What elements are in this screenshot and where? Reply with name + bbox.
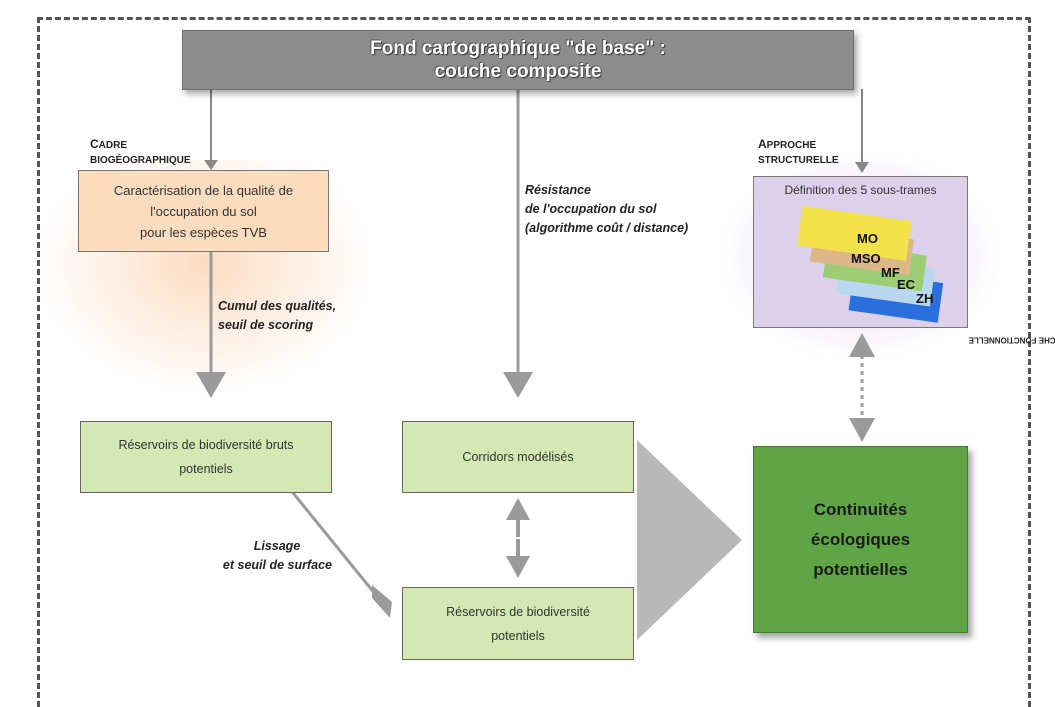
- big-triangle-arrow: [637, 440, 742, 640]
- cumul-note: Cumul des qualités, seuil de scoring: [218, 299, 337, 332]
- reservoirs-bruts-line1: Réservoirs de biodiversité bruts: [118, 438, 294, 452]
- layer-label-ec: EC: [897, 277, 916, 292]
- arrowhead-top-to-corridors: [503, 372, 533, 398]
- layer-mo: [797, 205, 912, 261]
- characterisation-line3: pour les espèces TVB: [140, 224, 267, 240]
- approche-fonctionnelle-label: APPROCHE FONCTIONNELLE: [968, 335, 1055, 345]
- continuites-line1: Continuités: [813, 499, 908, 519]
- arrowhead-top-to-orange: [204, 160, 218, 170]
- continuites-line3: potentielles: [813, 559, 908, 579]
- cadre-biogeographique-label: CADRE BIOGÉOGRAPHIQUE: [90, 137, 191, 166]
- characterisation-line2: l'occupation du sol: [150, 203, 257, 219]
- reservoirs-bruts-box: Réservoirs de biodiversité bruts potenti…: [80, 421, 332, 493]
- approche-structurelle-label: APPROCHE STRUCTURELLE: [758, 137, 839, 166]
- base-map-title-line1: Fond cartographique "de base" :: [370, 38, 666, 59]
- double-arrow-head-up: [506, 498, 530, 520]
- corridors-box: Corridors modélisés: [402, 421, 634, 493]
- corridors-line1: Corridors modélisés: [462, 450, 574, 464]
- double-arrow-head-down: [506, 556, 530, 578]
- continuites-line2: écologiques: [810, 529, 911, 549]
- sous-trames-layers: MO MSO MF EC ZH: [797, 205, 944, 323]
- dotted-arrow-head-down: [849, 418, 875, 442]
- resistance-note: Résistance de l'occupation du sol (algor…: [525, 183, 689, 235]
- reservoirs-line2: potentiels: [491, 628, 545, 643]
- lissage-note: Lissage et seuil de surface: [222, 539, 332, 572]
- layer-label-zh: ZH: [916, 291, 933, 306]
- characterisation-line1: Caractérisation de la qualité de: [113, 182, 294, 198]
- continuites-box: Continuités écologiques potentielles: [753, 446, 968, 633]
- sous-trames-box: Définition des 5 sous-trames MO MSO MF E…: [753, 176, 968, 328]
- reservoirs-line1: Réservoirs de biodiversité: [446, 604, 590, 619]
- dotted-arrow-head-up: [849, 333, 875, 357]
- reservoirs-box: Réservoirs de biodiversité potentiels: [402, 587, 634, 660]
- connectors: [196, 89, 875, 640]
- arrowhead-orange-to-bruts: [196, 372, 226, 398]
- diagram-frame: [37, 17, 1031, 707]
- layer-label-mso: MSO: [851, 251, 881, 266]
- layer-label-mf: MF: [881, 265, 900, 280]
- base-map-title-line2: couche composite: [434, 61, 602, 82]
- reservoirs-bruts-line2: potentiels: [179, 462, 233, 476]
- arrowhead-top-to-purple: [855, 162, 869, 173]
- sous-trames-title: Définition des 5 sous-trames: [784, 183, 937, 197]
- layer-label-mo: MO: [857, 231, 878, 246]
- base-map-box: Fond cartographique "de base" : couche c…: [182, 30, 854, 90]
- characterisation-box: Caractérisation de la qualité de l'occup…: [78, 170, 329, 252]
- arrowhead-bruts-to-reservoirs: [372, 585, 392, 618]
